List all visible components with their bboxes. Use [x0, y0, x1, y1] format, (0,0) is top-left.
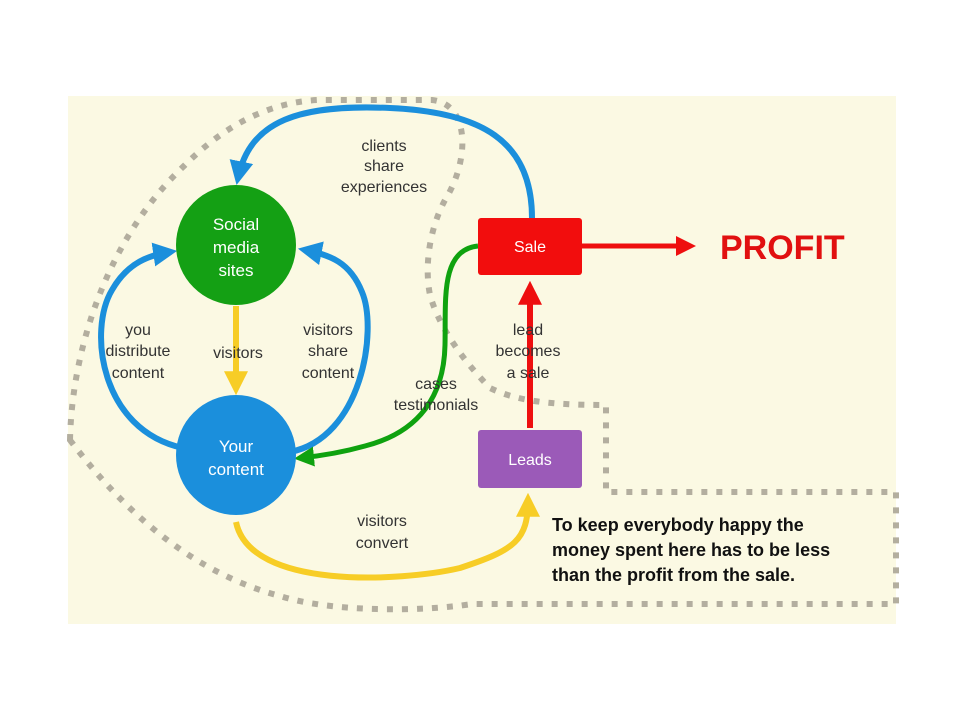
node-social-line1: Social [213, 215, 259, 234]
arrow-visitors-convert [233, 492, 540, 581]
label-you-distribute-content: you distribute content [106, 322, 171, 382]
note-line3: than the profit from the sale. [552, 565, 795, 585]
label-distribute-line3: content [112, 365, 165, 382]
node-content-line1: Your [219, 437, 254, 456]
arrow-clients-share [229, 104, 535, 219]
label-distribute-line2: distribute [106, 343, 171, 360]
label-lead-line2: becomes [496, 343, 561, 360]
arrow-you-distribute [98, 242, 184, 451]
node-leads: Leads [478, 430, 582, 488]
label-visitors: visitors [213, 345, 263, 362]
label-clients-line2: share [364, 158, 404, 175]
label-lead-line3: a sale [507, 365, 550, 382]
node-social-line2: media [213, 238, 260, 257]
label-visitors-share-line1: visitors [303, 322, 353, 339]
arrow-visitors-share [289, 241, 371, 455]
label-clients-line1: clients [361, 138, 406, 155]
label-cases-line2: testimonials [394, 397, 478, 414]
node-sale-label: Sale [514, 239, 546, 256]
label-visitors-convert: visitors convert [356, 513, 409, 552]
node-sale: Sale [478, 218, 582, 275]
node-social-line3: sites [219, 261, 254, 280]
label-clients-share-experiences: clients share experiences [341, 138, 427, 196]
label-convert-line1: visitors [357, 513, 407, 530]
label-visitors-share-content: visitors share content [302, 322, 355, 382]
node-social-media-sites: Social media sites [176, 185, 296, 305]
note-line2: money spent here has to be less [552, 540, 830, 560]
label-lead-line1: lead [513, 322, 543, 339]
arrow-cases-testimonials [294, 243, 479, 467]
label-distribute-line1: you [125, 322, 151, 339]
label-visitors-share-line2: share [308, 343, 348, 360]
label-visitors-share-line3: content [302, 365, 355, 382]
cost-note: To keep everybody happy the money spent … [552, 515, 830, 585]
node-content-line2: content [208, 460, 264, 479]
node-leads-label: Leads [508, 452, 552, 469]
label-cases-testimonials: cases testimonials [394, 376, 478, 414]
label-cases-line1: cases [415, 376, 457, 393]
label-convert-line2: convert [356, 535, 409, 552]
node-your-content: Your content [176, 395, 296, 515]
diagram-panel [68, 96, 896, 624]
profit-label: PROFIT [720, 229, 845, 267]
label-clients-line3: experiences [341, 179, 427, 196]
label-lead-becomes-sale: lead becomes a sale [496, 322, 561, 382]
note-line1: To keep everybody happy the [552, 515, 804, 535]
